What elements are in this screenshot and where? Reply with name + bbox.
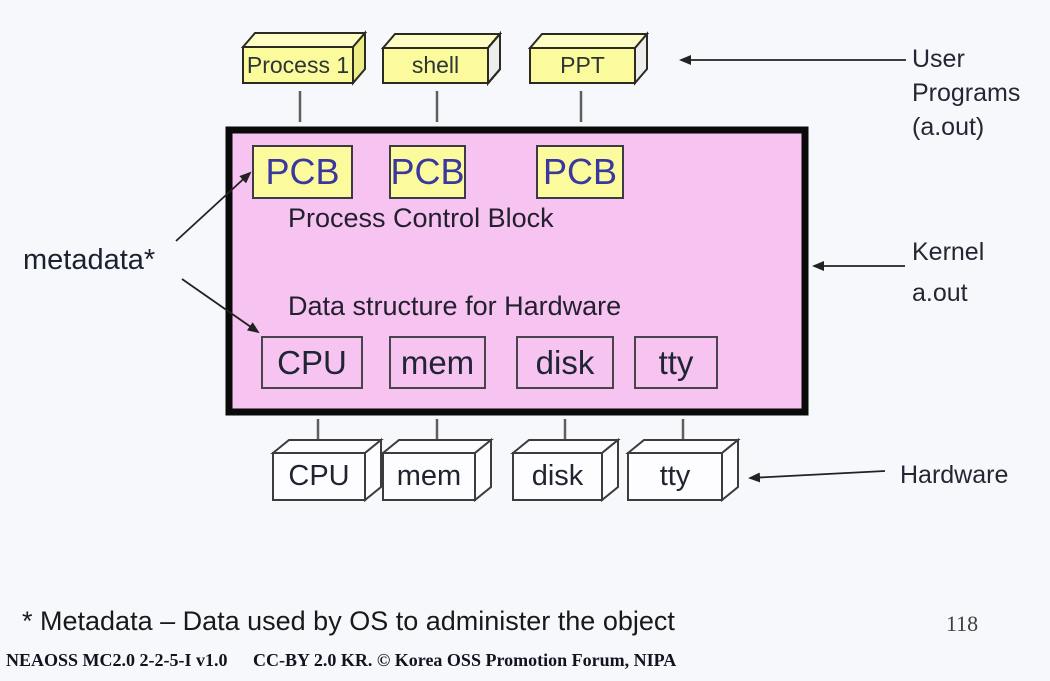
footer-license-text: CC-BY 2.0 KR. © Korea OSS Promotion Foru… [253,650,677,670]
ds-box-cpu [261,336,363,389]
user-program-box-process1 [240,30,368,86]
pcb-label-2: PCB [390,151,465,192]
pcb-box-3 [536,145,624,199]
ds-box-mem [389,336,486,389]
hardware-arrow [748,470,886,483]
box-top-face [625,439,741,454]
kernel-hardware-connectors [316,419,685,441]
pcb-boxes [252,145,624,199]
hardware-label-disk: disk [531,460,584,492]
hardware-label-tty: tty [659,460,691,492]
ds-label-tty: tty [658,344,694,381]
box-top-face [380,439,494,454]
page-number: 118 [946,611,979,636]
box-top-face [270,439,384,454]
metadata-callout: metadata* [23,244,156,276]
hardware-box-disk [510,437,621,503]
hardware-box-mem [380,437,494,503]
pcb-box-1 [252,145,353,199]
ds-label-cpu: CPU [277,344,347,381]
metadata-pcb-arrow [175,171,252,242]
program-kernel-connectors [298,91,583,122]
ds-box-disk [516,336,614,389]
callout-arrows [175,55,906,483]
user-programs-callout: User Programs (a.out) [912,45,1021,141]
box-front-face [382,47,489,84]
box-top-face [240,32,368,48]
hardware-label-mem: mem [396,460,462,492]
hardware-callout: Hardware [900,461,1009,489]
ds-label-disk: disk [535,344,595,381]
user-program-box-ppt [527,31,650,86]
box-front-face [512,452,603,501]
hardware-box-cpu [270,437,384,503]
pcb-box-2 [389,145,466,199]
pcb-label-1: PCB [265,151,340,192]
user-program-box-label-ppt: PPT [560,52,605,78]
box-front-face [382,452,476,501]
box-top-face [527,33,650,49]
ds-label-mem: mem [400,344,475,381]
data-structure-caption: Data structure for Hardware [288,291,622,321]
user-program-box-label-process1: Process 1 [246,51,350,78]
hardware-label-cpu: CPU [288,460,350,492]
kernel-callout: Kernel a.out [912,238,985,307]
ds-box-tty [634,336,718,389]
metadata-footnote: * Metadata – Data used by OS to administ… [22,606,675,636]
box-front-face [272,452,366,501]
data-structure-boxes [261,336,718,389]
pcb-label-3: PCB [542,151,618,192]
hardware-box-tty [625,437,741,503]
pcb-caption: Process Control Block [288,203,554,233]
user-program-box-shell [380,31,503,86]
box-top-face [510,439,621,454]
footer-version-text: NEAOSS MC2.0 2-2-5-I v1.0 [6,650,228,670]
box-front-face [529,47,636,84]
box-front-face [242,46,354,84]
metadata-ds-arrow [181,278,260,334]
user-program-box-label-shell: shell [411,52,460,78]
box-front-face [627,452,723,501]
box-top-face [380,33,503,49]
